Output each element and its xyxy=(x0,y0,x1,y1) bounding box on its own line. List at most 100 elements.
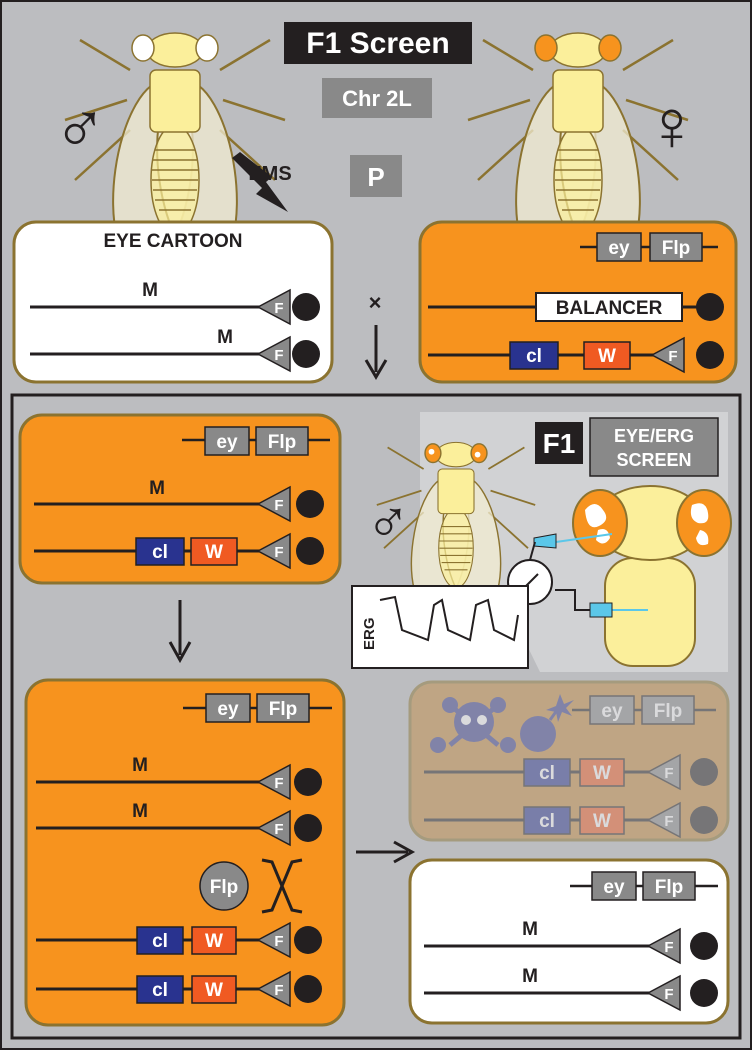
svg-text:F: F xyxy=(274,347,283,364)
svg-text:ey: ey xyxy=(608,238,630,259)
flp-enzyme-label: Flp xyxy=(210,877,239,898)
f1-badge-label: F1 xyxy=(543,428,576,459)
skull-icon xyxy=(430,697,516,753)
svg-text:F: F xyxy=(664,813,673,830)
cross-symbol: × xyxy=(369,290,382,315)
cl-label: cl xyxy=(152,980,168,1001)
w-gene xyxy=(190,537,238,566)
svg-text:F: F xyxy=(274,775,283,792)
mutation-label: M xyxy=(217,327,233,348)
svg-text:F: F xyxy=(274,497,283,514)
cl-label: cl xyxy=(152,542,168,563)
electrode-icon xyxy=(589,602,648,618)
svg-text:F: F xyxy=(274,544,283,561)
screen-line2: SCREEN xyxy=(616,450,691,470)
frt-site: F xyxy=(646,974,718,1012)
title: F1 Screen xyxy=(306,27,449,60)
p-generation-badge xyxy=(350,155,402,197)
title-badge xyxy=(284,22,472,64)
centromere xyxy=(296,537,324,565)
male-symbol: ♂ xyxy=(366,486,411,553)
p-generation-label: P xyxy=(367,162,384,192)
centromere xyxy=(294,926,322,954)
frt-site: F xyxy=(646,927,718,965)
svg-text:W: W xyxy=(593,811,611,832)
svg-text:ey: ey xyxy=(601,701,623,722)
parent-male-genotype-box xyxy=(12,220,334,384)
cl-gene xyxy=(136,926,184,955)
frt-site: F xyxy=(650,336,724,374)
ey-flp-transgene: ey Flp xyxy=(183,693,332,723)
svg-text:F: F xyxy=(274,982,283,999)
f1-frame xyxy=(10,393,742,1040)
centromere xyxy=(296,490,324,518)
svg-text:ey: ey xyxy=(603,877,625,898)
eye-erg-screen-badge xyxy=(589,417,719,477)
svg-text:F: F xyxy=(274,300,283,317)
svg-text:Flp: Flp xyxy=(268,432,297,453)
svg-text:cl: cl xyxy=(539,811,555,832)
erg-label: ERG xyxy=(361,617,378,650)
cl-gene xyxy=(135,537,185,566)
mutation-label: M xyxy=(132,755,148,776)
f1-badge xyxy=(535,422,583,464)
svg-text:F: F xyxy=(664,986,673,1003)
centromere xyxy=(294,768,322,796)
w-label: W xyxy=(205,931,223,952)
ey-flp-transgene: ey Flp xyxy=(182,426,330,456)
mosaic-eye-right xyxy=(676,489,732,557)
female-symbol: ♀ xyxy=(645,86,699,166)
frt-site: F xyxy=(256,763,322,801)
svg-text:Flp: Flp xyxy=(655,877,684,898)
svg-text:W: W xyxy=(593,763,611,784)
svg-text:Flp: Flp xyxy=(654,701,683,722)
recombination-box xyxy=(24,678,346,1027)
lethal-genotype-box: ey Flp cl W F cl W F xyxy=(408,680,730,842)
mutation-label: M xyxy=(142,280,158,301)
cl-gene xyxy=(136,975,184,1004)
mutation-label: M xyxy=(132,801,148,822)
fly-head-cartoon xyxy=(572,485,732,667)
cl-label: cl xyxy=(526,346,542,367)
w-label: W xyxy=(205,980,223,1001)
mutation-label: M xyxy=(522,966,538,987)
svg-text:F: F xyxy=(668,348,677,365)
svg-text:F: F xyxy=(664,765,673,782)
erg-trace xyxy=(379,595,519,642)
centromere xyxy=(292,340,320,368)
w-label: W xyxy=(205,542,223,563)
w-label: W xyxy=(598,346,616,367)
w-gene xyxy=(583,341,631,370)
flp-enzyme xyxy=(199,861,249,911)
balancer-box xyxy=(535,292,683,322)
svg-text:cl: cl xyxy=(539,763,555,784)
right-arrow xyxy=(356,840,416,864)
frt-site: F xyxy=(256,970,322,1008)
bomb-icon xyxy=(520,694,574,752)
cl-gene xyxy=(509,341,559,370)
ey-flp-transgene: ey Flp xyxy=(580,232,718,262)
mutation-label: M xyxy=(522,919,538,940)
chromosome-label: Chr 2L xyxy=(342,86,412,111)
eye-cartoon-heading: EYE CARTOON xyxy=(103,231,242,252)
centromere xyxy=(690,979,718,1007)
lightning-icon xyxy=(232,152,288,212)
electrode-icon xyxy=(533,533,613,549)
male-symbol: ♂ xyxy=(53,86,107,166)
balancer-label: BALANCER xyxy=(556,298,663,319)
cross-arrow xyxy=(364,325,388,380)
w-gene xyxy=(191,926,237,955)
erg-trace-box xyxy=(351,585,529,669)
svg-text:ey: ey xyxy=(217,699,239,720)
ey-flp-transgene: ey Flp xyxy=(570,871,718,901)
mosaic-eyes xyxy=(424,443,488,464)
w-gene xyxy=(191,975,237,1004)
chromosome-badge xyxy=(322,78,432,118)
centromere xyxy=(292,293,320,321)
frt-site: F xyxy=(256,809,322,847)
centromere xyxy=(294,814,322,842)
frt-site: F xyxy=(256,485,324,523)
cl-label: cl xyxy=(152,931,168,952)
